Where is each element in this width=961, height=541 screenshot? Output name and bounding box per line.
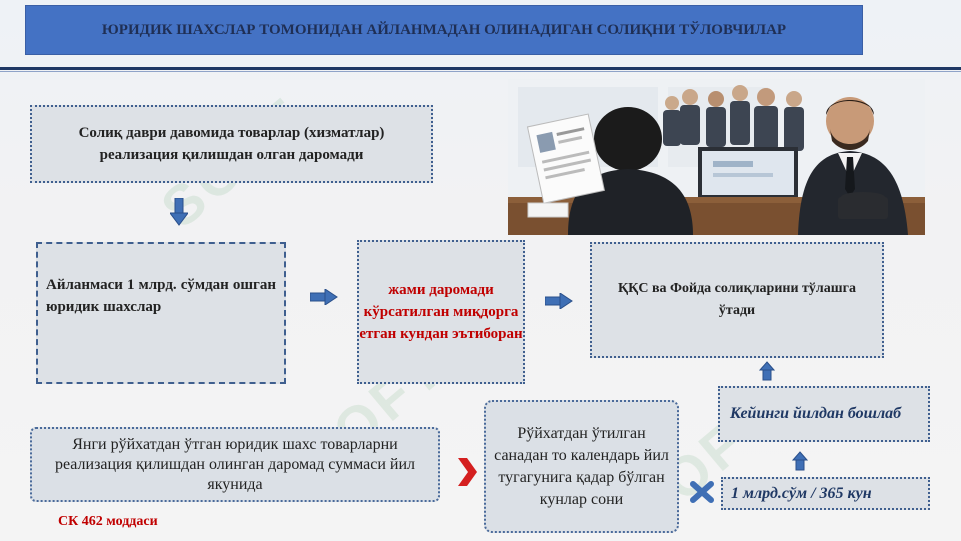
turnover-box: Айланмаси 1 млрд. сўмдан ошган юридик ша… [36, 242, 286, 384]
taxes-box: ҚҚС ва Фойда солиқларини тўлашга ўтади [590, 242, 884, 358]
days-count-text: Рўйхатдан ўтилган санадан то календарь й… [494, 424, 669, 508]
arrow-up-icon [759, 361, 775, 381]
arrow-up-icon [792, 451, 808, 471]
title-banner: ЮРИДИК ШАХСЛАР ТОМОНИДАН АЙЛАНМАДАН ОЛИН… [25, 5, 863, 55]
header-divider-thin [0, 71, 961, 72]
days-count-box: Рўйхатдан ўтилган санадан то календарь й… [484, 400, 679, 533]
formula-box: 1 млрд.сўм / 365 кун [721, 477, 930, 510]
new-entity-box: Янги рўйхатдан ўтган юридик шахс товарла… [30, 427, 440, 502]
revenue-text: Солиқ даври давомида товарлар (хизматлар… [78, 125, 385, 163]
header-divider [0, 67, 961, 70]
taxes-text: ҚҚС ва Фойда солиқларини тўлашга ўтади [618, 281, 856, 318]
accumulated-income-box: жами даромади кўрсатилган миқдорга етган… [357, 240, 525, 384]
arrow-right-icon [310, 289, 338, 305]
arrow-down-icon [170, 198, 188, 226]
arrow-right-icon [545, 293, 573, 309]
accumulated-income-text: жами даромади кўрсатилган миқдорга етган… [359, 282, 523, 342]
multiply-icon [690, 481, 714, 503]
article-reference: СК 462 моддаси [58, 514, 158, 529]
new-entity-text: Янги рўйхатдан ўтган юридик шахс товарла… [54, 435, 415, 493]
next-year-text: Кейинги йилдан бошлаб [730, 405, 902, 422]
turnover-text: Айланмаси 1 млрд. сўмдан ошган юридик ша… [46, 277, 276, 315]
chevron-right-icon [458, 458, 477, 486]
business-meeting-illustration [508, 79, 925, 235]
formula-text: 1 млрд.сўм / 365 кун [731, 484, 872, 502]
page-title: ЮРИДИК ШАХСЛАР ТОМОНИДАН АЙЛАНМАДАН ОЛИН… [101, 21, 787, 38]
next-year-box: Кейинги йилдан бошлаб [718, 386, 930, 442]
revenue-box: Солиқ даври давомида товарлар (хизматлар… [30, 105, 433, 183]
